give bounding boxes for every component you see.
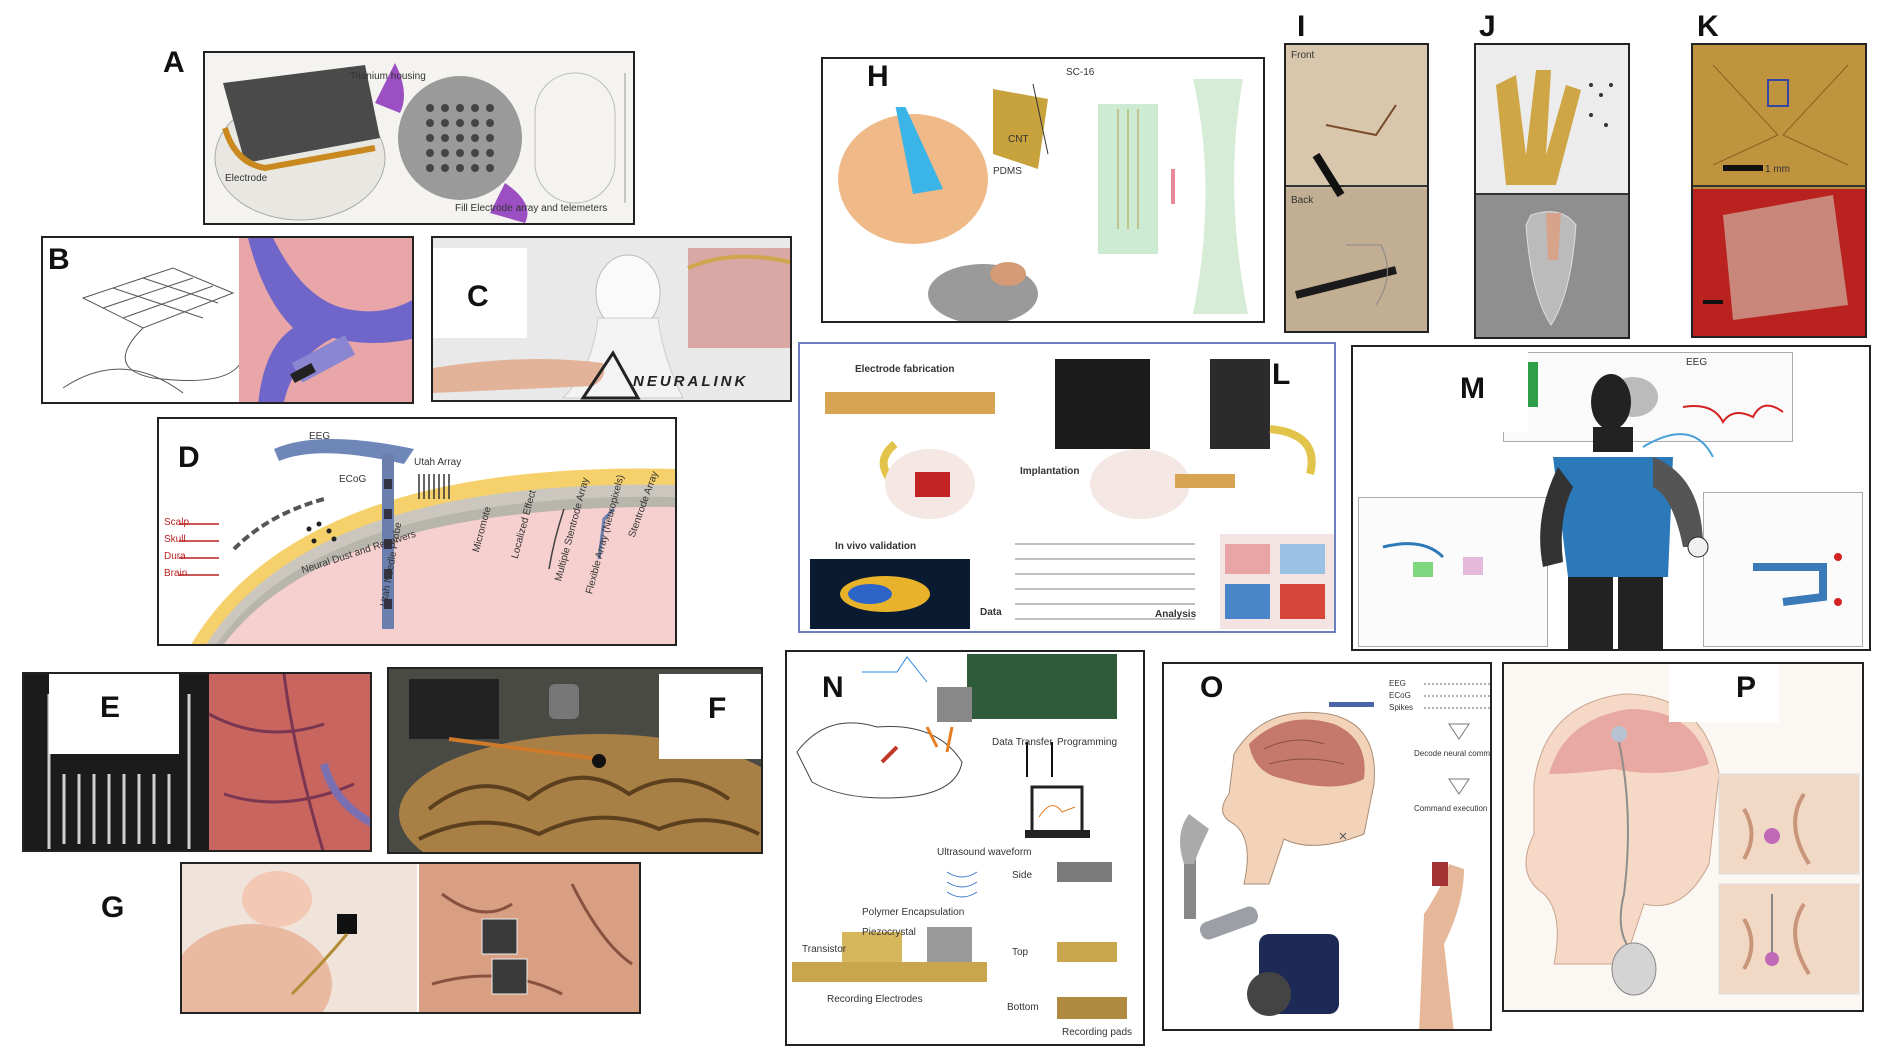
n-label-programming: Programming — [1057, 737, 1118, 748]
n-label-ultrasound: Ultrasound waveform — [937, 847, 1032, 858]
o-label-eeg: EEG — [1389, 679, 1406, 688]
l-label-in-vivo: In vivo validation — [835, 541, 917, 552]
panel-i-flex-probe — [1295, 104, 1397, 306]
h-label-cnt: CNT — [1008, 134, 1029, 145]
panel-label-p: P — [1736, 671, 1757, 704]
a-callout-array: Fill Electrode array and telemeters — [455, 203, 608, 214]
d-device-eeg: EEG — [309, 431, 331, 442]
panel-label-n: N — [822, 671, 844, 704]
o-label-command: Command execution — [1414, 804, 1488, 813]
panel-label-j: J — [1479, 10, 1496, 43]
d-device-utah: Utah Array — [414, 457, 462, 468]
panel-a-illustration — [214, 63, 626, 223]
d-layer-dura: Dura — [164, 551, 186, 562]
d-layer-skull: Skull — [164, 534, 186, 545]
panel-label-o: O — [1200, 671, 1224, 704]
panel-o: EEG ECoG Spikes Decode neural commands C… — [1162, 662, 1492, 1031]
panel-e-utah-array — [47, 674, 370, 850]
a-callout-titanium: Titanium housing — [350, 71, 426, 82]
n-label-recording-electrodes: Recording Electrodes — [827, 994, 923, 1005]
panel-label-e: E — [100, 691, 121, 724]
l-label-fabrication: Electrode fabrication — [855, 364, 955, 375]
n-label-bottom: Bottom — [1007, 1002, 1039, 1013]
a-callout-electrode: Electrode — [225, 173, 268, 184]
n-label-encapsulation: Polymer Encapsulation — [862, 907, 965, 918]
panel-b-stentrode — [62, 238, 412, 402]
panel-l: Electrode fabrication Implantation In vi… — [798, 342, 1336, 633]
panel-label-c: C — [467, 280, 489, 313]
panel-h-cnt-electrode — [838, 69, 1248, 321]
n-label-recording-pads: Recording pads — [1062, 1027, 1133, 1038]
n-label-piezo: Piezocrystal — [862, 927, 916, 938]
o-label-decode: Decode neural commands — [1414, 749, 1491, 758]
panel-e — [22, 672, 372, 852]
panel-n-neural-dust — [792, 654, 1127, 1019]
m-label-eeg: EEG — [1686, 357, 1708, 368]
panel-f — [387, 667, 763, 854]
o-label-spikes: Spikes — [1389, 703, 1414, 712]
d-layer-scalp: Scalp — [164, 517, 190, 528]
panel-label-m: M — [1460, 372, 1485, 405]
i-label-front: Front — [1291, 50, 1315, 61]
panel-i: Front Back — [1284, 43, 1429, 333]
panel-d-brain-layers — [179, 439, 675, 644]
n-label-data-transfer: Data Transfer — [992, 737, 1053, 748]
panel-g-ecog-grid — [182, 864, 639, 1012]
l-label-data: Data — [980, 607, 1002, 618]
panel-label-d: D — [178, 441, 200, 474]
panel-k-array-on-brain — [1703, 64, 1849, 320]
panel-a: Titanium housing Electrode Fill Electrod… — [203, 51, 635, 225]
panel-g — [180, 862, 641, 1014]
panel-label-g: G — [101, 891, 125, 924]
i-label-back: Back — [1291, 195, 1314, 206]
panel-b — [41, 236, 414, 404]
d-device-ecog: ECoG — [339, 474, 367, 485]
panel-p — [1502, 662, 1864, 1012]
n-label-top: Top — [1012, 947, 1029, 958]
panel-f-brain-implant — [399, 679, 761, 852]
panel-j — [1474, 43, 1630, 339]
neuralink-logo: NEURALINK — [633, 373, 749, 390]
n-label-transistor: Transistor — [802, 944, 847, 955]
panel-n: Data Transfer Programming Ultrasound wav… — [785, 650, 1145, 1046]
panel-p-dbs — [1525, 693, 1860, 996]
l-label-analysis: Analysis — [1155, 609, 1197, 620]
panel-label-h: H — [867, 60, 889, 93]
panel-c-neuralink — [433, 248, 790, 400]
panel-label-i: I — [1297, 10, 1306, 43]
panel-label-f: F — [708, 692, 727, 725]
panel-label-l: L — [1272, 358, 1291, 391]
panel-label-b: B — [48, 243, 70, 276]
h-label-sc16: SC-16 — [1066, 67, 1095, 78]
h-label-pdms: PDMS — [993, 166, 1022, 177]
panel-k: 1 mm — [1691, 43, 1867, 338]
panel-c: NEURALINK — [431, 236, 792, 402]
panel-j-flex-array — [1496, 70, 1613, 326]
panel-h: SC-16 CNT PDMS — [821, 57, 1265, 323]
panel-m-prosthetic-user — [1382, 362, 1842, 649]
panel-label-a: A — [163, 46, 185, 79]
k-scale-label: 1 mm — [1765, 164, 1790, 175]
o-label-ecog: ECoG — [1389, 691, 1411, 700]
panel-o-bci-loop — [1180, 683, 1490, 1029]
n-label-side: Side — [1012, 870, 1033, 881]
panel-m: EEG — [1351, 345, 1871, 651]
d-layer-brain: Brain — [164, 568, 188, 579]
panel-d: Scalp Skull Dura Brain EEG ECoG Utah Arr… — [157, 417, 677, 646]
panel-l-workflow — [825, 392, 1325, 620]
l-label-implantation: Implantation — [1020, 466, 1080, 477]
panel-label-k: K — [1697, 10, 1719, 43]
